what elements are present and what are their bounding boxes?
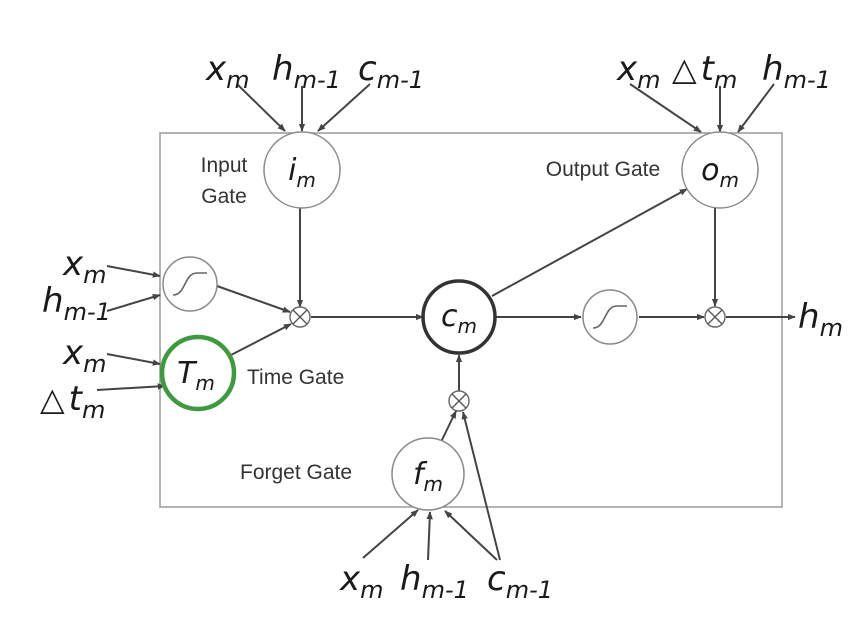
output-gate-symbol: om	[701, 153, 739, 192]
candidate-input-x: xm	[62, 244, 107, 289]
time-gate-input-x: xm	[62, 333, 107, 378]
output-gate-label: Output Gate	[546, 158, 660, 181]
arrows	[96, 83, 796, 561]
output-gate-input-x: xm	[616, 49, 661, 94]
candidate-input-h: hm-1	[42, 281, 111, 326]
output-tanh-node	[582, 289, 638, 345]
input-gate-symbol: im	[288, 153, 316, 192]
output-hidden-state: hm	[798, 297, 843, 342]
time-gate-symbol: Tm	[177, 356, 215, 395]
time-gate-input-dt: △tm	[40, 379, 105, 424]
input-gate-input-x: xm	[205, 49, 250, 94]
forget-gate-input-h: hm-1	[400, 559, 469, 604]
input-gate-input-c: cm-1	[358, 49, 424, 94]
forget-gate-input-x: xm	[339, 559, 384, 604]
output-gate-node	[681, 131, 759, 209]
input-gate-node	[263, 131, 341, 209]
cell-state-symbol: cm	[441, 299, 477, 338]
forget-gate-input-c: cm-1	[487, 559, 553, 604]
cell-state-node	[421, 279, 497, 355]
forget-gate-node	[391, 437, 465, 511]
input-gate-input-h: hm-1	[272, 49, 341, 94]
tanh-curve-icon	[592, 305, 627, 329]
time-gate-label: Time Gate	[247, 366, 344, 389]
input-gate-label: Input	[201, 154, 248, 177]
input-gate-label-line2: Gate	[201, 185, 247, 208]
output-gate-input-h: hm-1	[762, 49, 831, 94]
output-gate-input-dt: △tm	[672, 49, 737, 94]
time-gate-node	[159, 334, 237, 412]
forget-gate-label: Forget Gate	[240, 461, 352, 484]
cell-boundary	[159, 132, 783, 508]
sigmoid-curve-icon	[172, 272, 207, 296]
input-sigmoid-node	[162, 256, 218, 312]
